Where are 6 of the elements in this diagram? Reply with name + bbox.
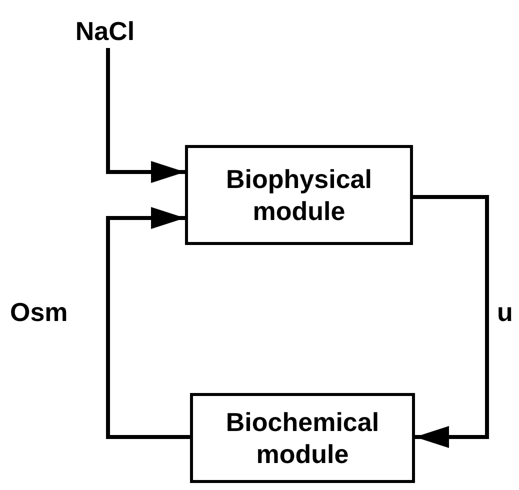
module-box: Biophysical module — [185, 145, 413, 245]
connector-arrow — [413, 195, 489, 448]
module-box: Biochemical module — [190, 393, 415, 483]
input-label: NaCl — [72, 14, 138, 48]
connector-arrow — [106, 48, 185, 183]
connector-arrow — [106, 207, 190, 439]
